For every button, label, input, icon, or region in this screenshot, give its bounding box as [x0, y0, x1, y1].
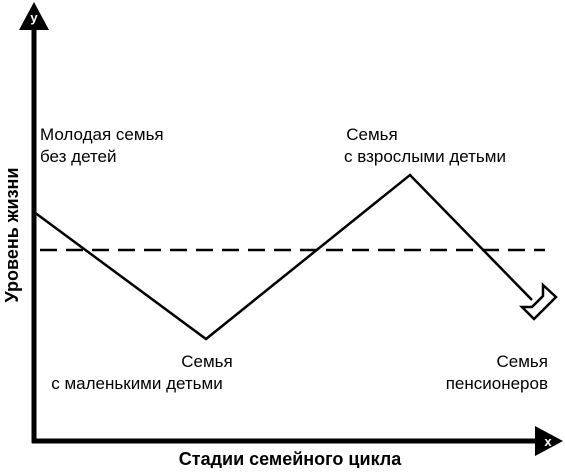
stage-label-line2: пенсионеров: [446, 374, 548, 393]
stage-label-line1: Молодая семья: [40, 125, 164, 144]
x-axis-label: Стадии семейного цикла: [179, 449, 402, 468]
stage-label-adult-children: Семья с взрослыми детьми: [344, 125, 506, 166]
y-axis-arrowhead: [19, 2, 49, 30]
stage-label-line1: Семья: [497, 352, 548, 371]
stage-label-line2: с маленькими детьми: [51, 374, 222, 393]
y-axis-label: Уровень жизни: [2, 168, 22, 303]
stage-label-small-children: Семья с маленькими детьми: [51, 352, 232, 393]
stage-label-line2: с взрослыми детьми: [344, 147, 506, 166]
x-axis-letter: х: [544, 434, 552, 449]
stage-label-young-family: Молодая семья без детей: [40, 125, 164, 166]
y-axis-letter: у: [30, 10, 38, 25]
stage-label-line1: Семья: [181, 352, 232, 371]
x-axis: х Стадии семейного цикла: [32, 426, 563, 469]
x-axis-arrowhead: [535, 426, 563, 456]
living-standard-line: [33, 173, 533, 341]
stage-label-pensioners: Семья пенсионеров: [446, 352, 548, 393]
stage-label-line1: Семья: [346, 125, 397, 144]
line-end-arrowhead: [518, 282, 558, 321]
stage-label-line2: без детей: [40, 147, 117, 166]
y-axis: у Уровень жизни: [2, 2, 49, 443]
